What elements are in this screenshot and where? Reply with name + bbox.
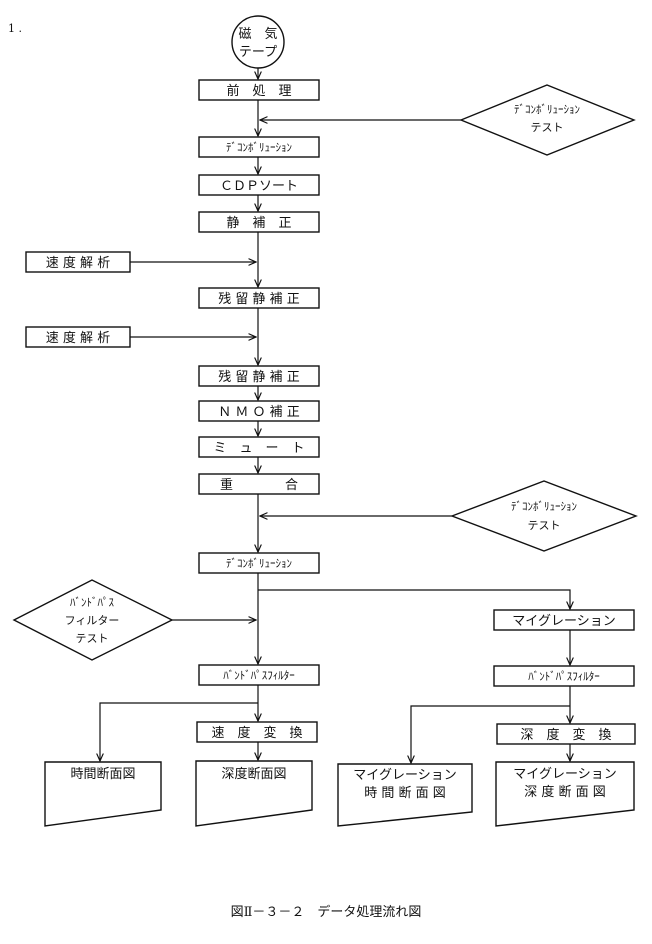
- depth-section-output: [195, 760, 313, 827]
- decon-test-diamond-1: [459, 84, 636, 156]
- nmo-correction-label: Ｎ Ｍ Ｏ 補 正: [218, 405, 300, 420]
- migration-depth-section-output: [495, 761, 635, 827]
- static-correction-box: [198, 211, 320, 233]
- arrow-to-mig-time-section: [411, 705, 570, 763]
- arrow-to-time-section: [100, 702, 258, 761]
- depth-section-label: 深度断面図: [221, 766, 286, 782]
- decon-test-1-line2: テスト: [531, 121, 564, 134]
- mute-label: ミ ュ ー ト: [213, 441, 304, 456]
- decon-test-1-line1: ﾃﾞｺﾝﾎﾞﾘｭｰｼｮﾝ: [514, 103, 580, 116]
- deconvolution-box-1: [198, 136, 320, 158]
- bpf-test-line3: テスト: [76, 632, 109, 645]
- residual-static-box-2: [198, 365, 320, 387]
- migration-label: マイグレーション: [512, 614, 615, 629]
- time-section-label: 時間断面図: [70, 767, 135, 782]
- deconvolution-box-2: [198, 552, 320, 574]
- time-section-output: [44, 761, 162, 827]
- migration-depth-line2: 深 度 断 面 図: [524, 784, 606, 800]
- decon-test-2-line2: テスト: [528, 519, 561, 532]
- preprocess-box: [198, 79, 320, 101]
- decon-test-diamond-2: [450, 480, 638, 552]
- deconvolution-2-label: ﾃﾞｺﾝﾎﾞﾘｭｰｼｮﾝ: [226, 557, 292, 570]
- migration-time-line1: マイグレーション: [353, 768, 456, 783]
- migration-box: [493, 609, 635, 631]
- bpf-test-line1: ﾊﾞﾝﾄﾞﾊﾟｽ: [70, 596, 114, 609]
- depth-conversion-label: 深 度 変 換: [520, 727, 611, 743]
- velocity-analysis-1-label: 速 度 解 析: [46, 255, 110, 271]
- figure-caption: 図Ⅱ－３－２ データ処理流れ図: [231, 904, 422, 920]
- tape-label-2: テープ: [239, 45, 277, 60]
- preprocess-label: 前 処 理: [226, 83, 291, 99]
- migration-depth-line1: マイグレーション: [513, 767, 616, 782]
- cdp-sort-label: ＣＤＰソート: [220, 179, 298, 194]
- mute-box: [198, 436, 320, 458]
- magnetic-tape-node: [231, 15, 285, 69]
- residual-static-box-1: [198, 287, 320, 309]
- depth-conversion-box: [496, 723, 636, 745]
- residual-static-2-label: 残 留 静 補 正: [218, 370, 300, 385]
- tape-label-1: 磁 気: [238, 26, 277, 42]
- bpf-test-line2: フィルター: [65, 614, 120, 627]
- velocity-analysis-2-label: 速 度 解 析: [46, 330, 110, 346]
- stack-label: 重 合: [220, 477, 298, 493]
- deconvolution-1-label: ﾃﾞｺﾝﾎﾞﾘｭｰｼｮﾝ: [226, 141, 292, 154]
- migration-time-line2: 時 間 断 面 図: [364, 786, 446, 801]
- velocity-conversion-label: 速 度 変 換: [211, 725, 302, 741]
- nmo-correction-box: [198, 400, 320, 422]
- decon-test-2-line1: ﾃﾞｺﾝﾎﾞﾘｭｰｼｮﾝ: [511, 500, 577, 513]
- cdp-sort-box: [198, 174, 320, 196]
- residual-static-1-label: 残 留 静 補 正: [218, 292, 300, 307]
- bandpass-filter-box-2: [493, 665, 635, 687]
- bandpass-filter-2-label: ﾊﾞﾝﾄﾞﾊﾟｽﾌｨﾙﾀｰ: [528, 670, 600, 683]
- migration-time-section-output: [337, 763, 473, 827]
- bandpass-filter-box-1: [198, 664, 320, 686]
- static-correction-label: 静 補 正: [226, 216, 291, 231]
- arrow-decon-migration: [258, 589, 570, 609]
- stack-box: [198, 473, 320, 495]
- velocity-conversion-box: [196, 721, 318, 743]
- page-mark: 1 .: [8, 22, 22, 35]
- bandpass-filter-1-label: ﾊﾞﾝﾄﾞﾊﾟｽﾌｨﾙﾀｰ: [223, 669, 295, 682]
